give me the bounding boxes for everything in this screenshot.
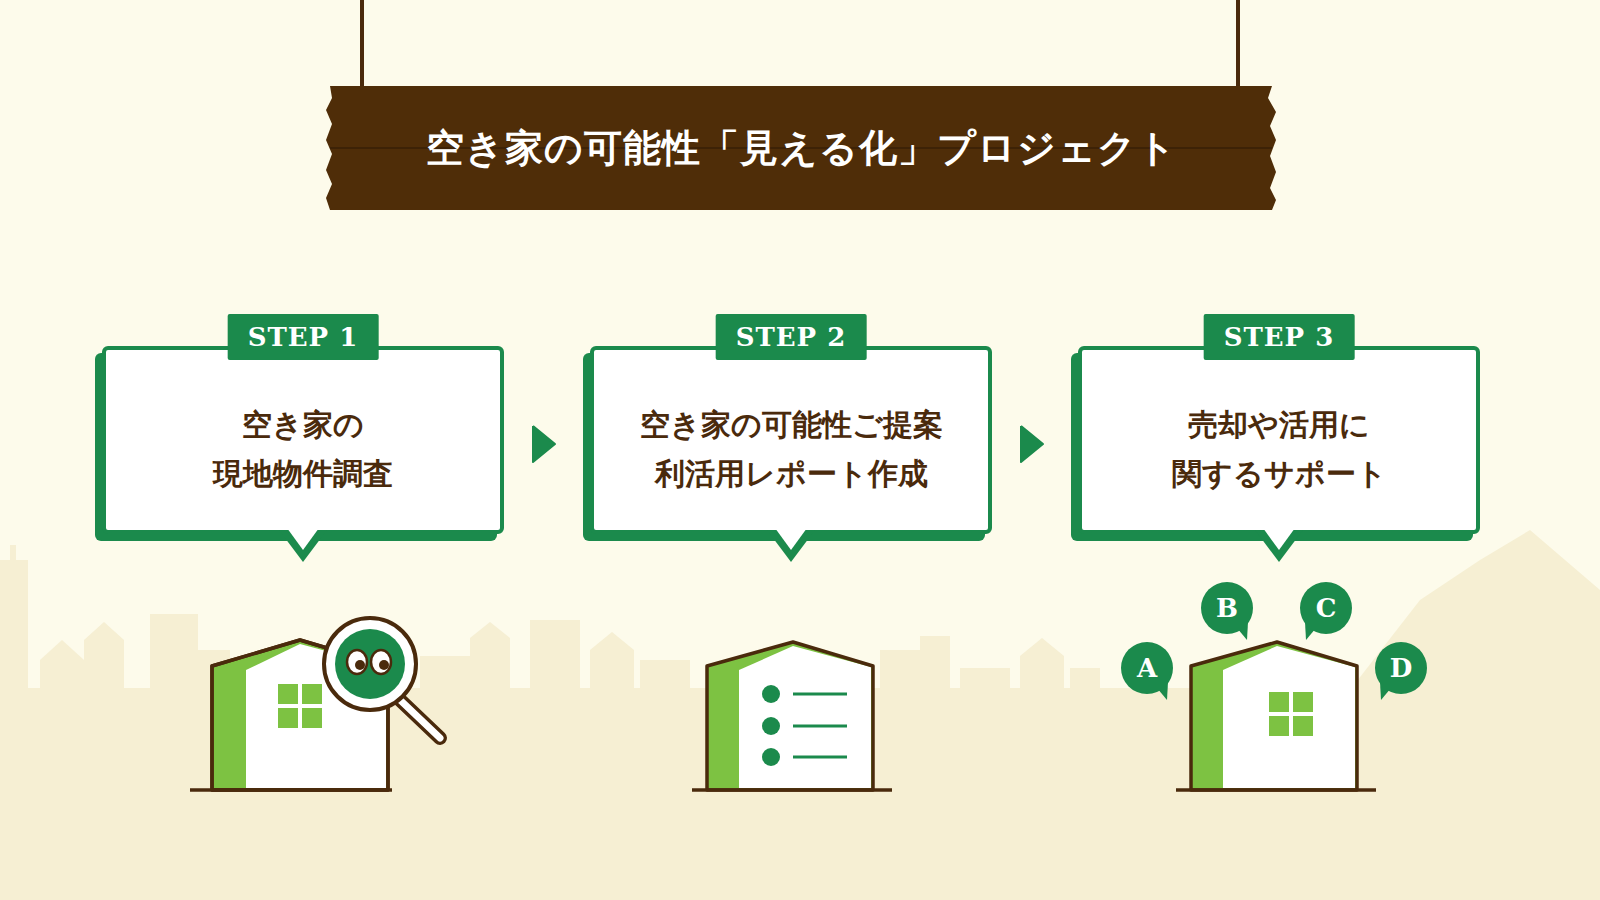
step-label: STEP 1: [248, 322, 359, 352]
step-description: 空き家の可能性ご提案 利活用レポート作成: [638, 400, 945, 499]
option-letter: A: [1137, 653, 1157, 683]
step-label: STEP 2: [736, 322, 847, 352]
step-box: STEP 2空き家の可能性ご提案 利活用レポート作成: [590, 346, 992, 534]
step-description: 空き家の 現地物件調査: [211, 400, 395, 499]
ground-line: [692, 788, 892, 792]
option-bubble: B: [1201, 582, 1253, 634]
house-icon: [212, 640, 388, 790]
step-arrow: [1021, 426, 1043, 462]
magnifier-icon: [324, 618, 440, 738]
house-icon: [1191, 642, 1357, 790]
step-tab: STEP 2: [716, 314, 867, 360]
option-letter: B: [1216, 593, 1238, 623]
step-box: STEP 3売却や活用に 関するサポート: [1078, 346, 1480, 534]
step-box: STEP 1空き家の 現地物件調査: [102, 346, 504, 534]
title-holder: 空き家の可能性「見える化」プロジェクト: [326, 86, 1276, 210]
step-arrow: [533, 426, 555, 462]
title: 空き家の可能性「見える化」プロジェクト: [426, 123, 1177, 174]
step-tab: STEP 1: [228, 314, 379, 360]
house-report-icon: [707, 642, 873, 790]
ground-line: [1176, 788, 1376, 792]
skyline: [0, 530, 1600, 900]
hanging-sign: [326, 0, 1276, 210]
box-pointer: [279, 528, 327, 564]
ground-line: [190, 788, 392, 792]
box-pointer: [1255, 528, 1303, 564]
option-letter: C: [1316, 593, 1337, 623]
option-letter: D: [1390, 653, 1413, 683]
step-label: STEP 3: [1224, 322, 1335, 352]
step-description: 売却や活用に 関するサポート: [1170, 400, 1389, 499]
option-bubble: C: [1300, 582, 1352, 634]
option-bubble: D: [1375, 642, 1427, 694]
option-bubble: A: [1121, 642, 1173, 694]
box-pointer: [767, 528, 815, 564]
step-tab: STEP 3: [1204, 314, 1355, 360]
